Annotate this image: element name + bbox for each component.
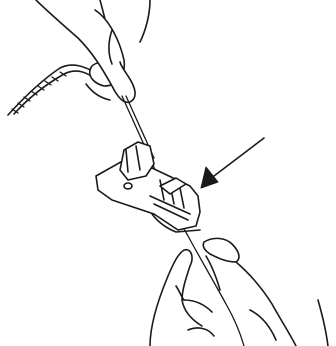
presser-foot (96, 142, 200, 232)
thread-tail (8, 65, 96, 115)
upper-hand (36, 0, 150, 102)
pointer-arrow (201, 138, 264, 188)
